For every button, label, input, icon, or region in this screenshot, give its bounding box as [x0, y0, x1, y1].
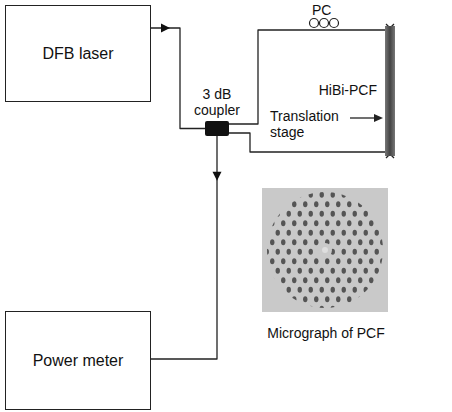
coupler-block: 3 dB coupler	[205, 121, 229, 136]
part-label: Micrograph of PCF	[256, 325, 396, 341]
node-label: DFB laser	[42, 45, 113, 63]
polarization-controller	[310, 19, 339, 28]
splice-mark	[386, 24, 394, 158]
part-label: PC	[312, 2, 352, 18]
fiber-connector	[229, 133, 385, 152]
node-label: Power meter	[33, 352, 124, 370]
node-label: HiBi-PCF	[319, 82, 377, 98]
pcf-micrograph	[262, 188, 388, 312]
laser-box: DFB laser	[5, 5, 151, 102]
power-meter-box: Power meter	[5, 311, 151, 410]
translation-arrow	[350, 114, 383, 122]
node-label: 3 dB coupler	[185, 86, 249, 118]
fiber-bar: HiBi-PCF	[385, 26, 395, 156]
fiber-connector	[151, 136, 222, 359]
part-label: Translation stage	[270, 108, 348, 140]
